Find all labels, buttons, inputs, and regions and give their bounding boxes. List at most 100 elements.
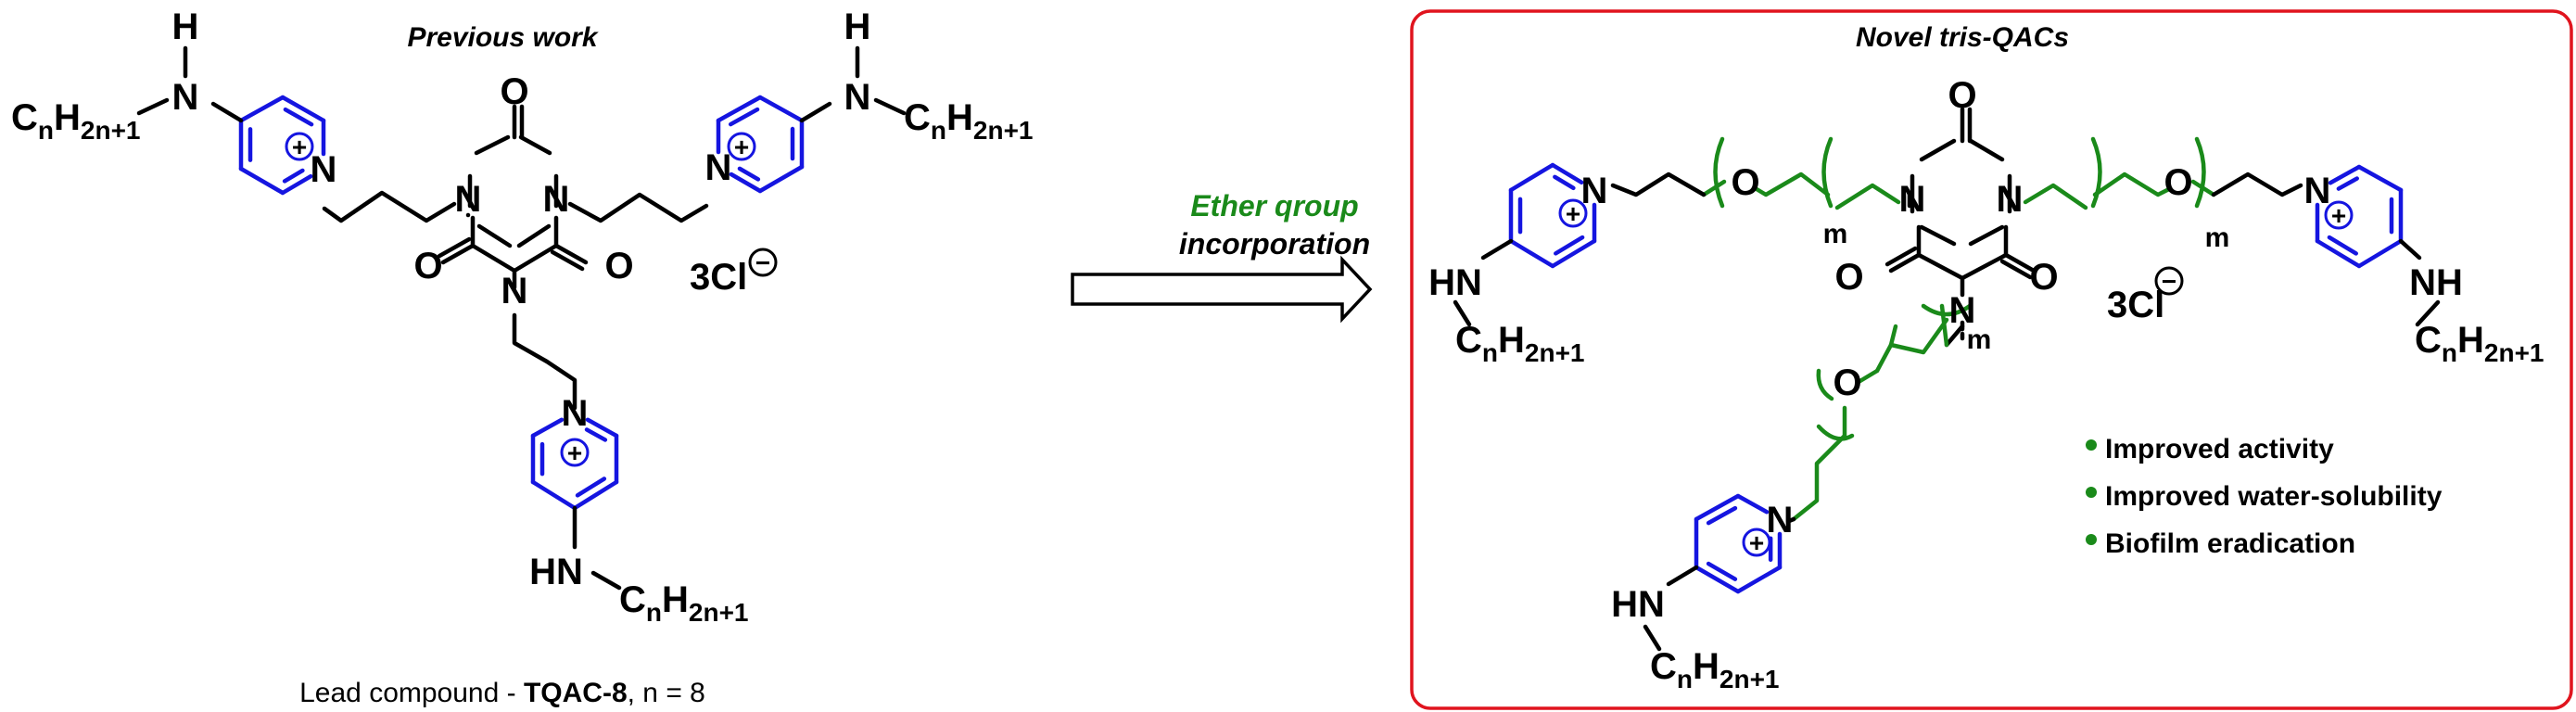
lead-compound-caption: Lead compound - TQAC-8, n = 8 [299,678,705,708]
bond [873,97,907,116]
bond-chain [512,312,577,411]
bond-chain [2092,172,2172,197]
bond [210,101,244,123]
right-ring-upper-double-bond [728,107,760,127]
novel-left-ring-bond [1550,162,1584,185]
novel-right-ring-double-bond [2336,176,2359,191]
alkyl-chain-lower: CnH2n+1 [619,579,749,627]
left-ring-upper-bond [238,166,286,196]
negative-charge-sign: − [2162,267,2176,296]
bond [470,243,517,273]
bond [2398,238,2422,261]
bond [1480,238,1514,261]
positive-charge-circle [2324,200,2354,230]
repeat-index-m: m [1967,324,1992,355]
amine-nh: HN [529,552,583,592]
lower-ring-bond [572,479,619,511]
triazine-nitrogen: N [1899,179,1926,220]
double-bond [437,236,472,259]
positive-charge-circle [727,132,756,161]
amine-nh: HN [1611,584,1665,625]
novel-right-ring-bond [2315,238,2362,269]
positive-charge-sign: + [1566,199,1580,228]
positive-charge-sign: + [1749,528,1764,557]
bond-chain [2190,179,2216,197]
novel-left-ring-double-bond [1554,235,1585,256]
bond [2003,252,2037,273]
lower-ring-bond [585,417,619,439]
right-ring-upper-bond [729,172,763,194]
novel-right-ring-double-bond [2327,235,2358,256]
pyridinium-nitrogen: N [562,393,589,434]
bullet-biofilm-eradication: Biofilm eradication [2105,528,2355,559]
right-ring-upper-bond [757,164,805,194]
amine-nitrogen: N [844,77,871,118]
left-ring-upper-double-bond [282,168,305,184]
positive-charge-sign: + [2331,201,2346,230]
pyridinium-nitrogen: N [1581,171,1608,211]
bond-chain [1754,172,1831,197]
alkyl-chain-right: CnH2n+1 [904,97,1034,145]
counterion-left: 3Cl [690,257,747,298]
bond [1888,252,1922,273]
novel-left-ring-bond [1550,238,1597,269]
positive-charge-circle [560,438,590,467]
bond [1916,252,1965,281]
ether-oxygen: O [1833,362,1861,403]
bond [1919,138,1957,162]
carbonyl-oxygen: O [500,71,528,112]
bond [474,134,511,156]
bond [1968,224,2005,247]
novel-left-ring-double-bond [1553,174,1576,191]
novel-lower-ring-bond [1694,565,1741,594]
bracket [1816,368,1834,401]
bond-chain [1701,179,1727,197]
amine-hydrogen: H [844,6,871,47]
bond [1453,299,1472,327]
bond [476,223,513,248]
positive-charge-circle [1558,198,1588,228]
positive-charge-circle [1742,528,1771,557]
novel-left-ring-bond [1508,238,1555,269]
bullet-dot [2086,439,2097,451]
bond-chain [2023,183,2088,210]
carbonyl-oxygen: O [1834,257,1863,298]
double-bond [550,249,585,272]
counterion-right: 3Cl [2107,285,2164,325]
bond [1666,565,1699,587]
bond-chain [322,190,457,223]
left-ring-upper-bond [280,95,326,123]
bullet-improved-water-solubility: Improved water-solubility [2105,481,2443,512]
pyridinium-nitrogen: N [311,149,337,190]
left-ring-upper-bond [280,173,313,196]
positive-charge-sign: + [567,439,582,467]
bond-chain [1791,405,1847,522]
bond-chain [1888,324,1898,348]
bond [1968,138,2005,162]
arrow-label-line1: Ether qroup [1190,189,1358,222]
arrow-label-line2: incorporation [1179,227,1370,261]
novel-right-ring-bond [2356,164,2404,193]
novel-compounds-frame [1410,9,2573,710]
bullet-improved-activity: Improved activity [2105,434,2334,464]
novel-tris-qacs-title: Novel tris-QACs [1856,22,2069,53]
lower-ring-bond [530,417,565,439]
novel-alkyl-lower: CnH2n+1 [1650,646,1780,693]
bond [440,243,476,265]
amine-hydrogen: H [172,6,199,47]
alkyl-chain-left: CnH2n+1 [11,97,141,145]
repeat-index-m: m [2205,222,2230,253]
bond [136,97,170,116]
carbonyl-oxygen: O [2029,257,2058,298]
positive-charge-circle [285,132,314,161]
negative-charge-circle [748,248,778,277]
pyridinium-nitrogen: N [2304,171,2331,211]
bond [1919,224,1957,247]
lower-ring-double-bond [575,477,607,498]
bracket [1816,424,1855,441]
triazine-nitrogen: N [455,179,482,220]
bond-chain [1610,172,1707,197]
carbonyl-oxygen: O [1948,75,1976,116]
amine-nh: NH [2409,262,2463,303]
